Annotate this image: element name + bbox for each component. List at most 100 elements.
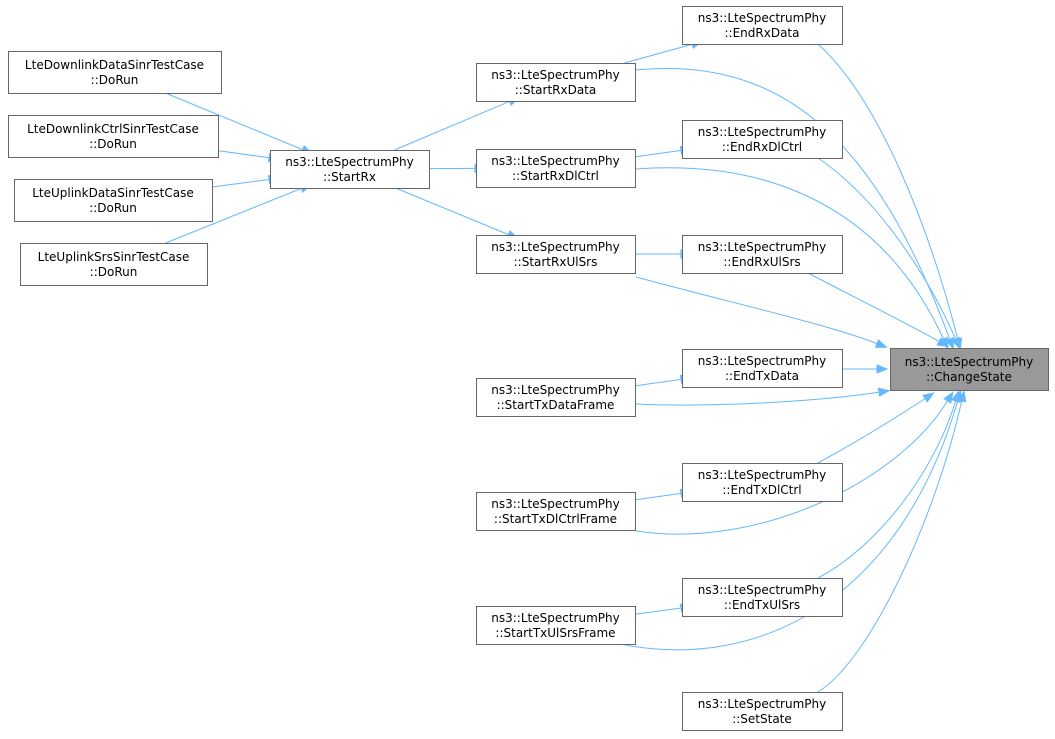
node-n4[interactable]: LteDownlinkDataSinrTestCase::DoRun — [8, 51, 222, 94]
node-label-line1: ns3::LteSpectrumPhy — [491, 383, 619, 397]
edge-line — [817, 397, 927, 464]
node-n7[interactable]: LteUplinkSrsSinrTestCase::DoRun — [20, 243, 208, 286]
node-box[interactable] — [890, 348, 1049, 391]
node-label-line2: ::DoRun — [89, 201, 137, 215]
node-n5[interactable]: LteDownlinkCtrlSinrTestCase::DoRun — [8, 115, 219, 158]
node-box[interactable] — [20, 243, 208, 286]
node-label-line2: ::DoRun — [91, 73, 139, 87]
node-n2[interactable]: ns3::LteSpectrumPhy::StartRxData — [476, 63, 636, 102]
node-box[interactable] — [14, 179, 213, 222]
node-label-line2: ::StartTxDlCtrlFrame — [494, 512, 617, 526]
node-label-line2: ::StartRxDlCtrl — [512, 169, 599, 183]
node-box[interactable] — [682, 349, 843, 388]
node-label-line2: ::StartTxUlSrsFrame — [495, 626, 615, 640]
edge-line — [394, 100, 511, 151]
edge-line — [635, 399, 949, 535]
arrow-head-icon — [936, 337, 950, 348]
node-label-line2: ::EndRxUlSrs — [723, 255, 800, 269]
node-label-line2: ::EndTxData — [725, 369, 799, 383]
node-n13[interactable]: ns3::LteSpectrumPhy::StartTxDataFrame — [476, 378, 636, 417]
node-label-line1: ns3::LteSpectrumPhy — [698, 125, 826, 139]
node-label-line1: ns3::LteSpectrumPhy — [491, 154, 619, 168]
node-box[interactable] — [476, 606, 636, 645]
node-label-line1: ns3::LteSpectrumPhy — [491, 240, 619, 254]
node-label-line1: ns3::LteSpectrumPhy — [285, 155, 413, 169]
edge-line — [807, 272, 941, 343]
node-label-line2: ::DoRun — [89, 137, 137, 151]
node-label-line2: ::StartRxData — [515, 83, 597, 97]
node-label-line1: ns3::LteSpectrumPhy — [698, 354, 826, 368]
node-label-line2: ::StartTxDataFrame — [497, 398, 615, 412]
edge-line — [635, 68, 951, 341]
node-label-line1: ns3::LteSpectrumPhy — [698, 240, 826, 254]
node-label-line1: LteUplinkDataSinrTestCase — [32, 186, 194, 200]
node-label-line2: ::EndTxDlCtrl — [722, 483, 801, 497]
edge-n12-to-n0 — [842, 364, 889, 374]
node-label-line1: LteDownlinkDataSinrTestCase — [25, 58, 204, 72]
node-box[interactable] — [476, 63, 636, 102]
edge-line — [634, 378, 683, 387]
node-box[interactable] — [476, 235, 636, 274]
node-n16[interactable]: ns3::LteSpectrumPhy::EndTxUlSrs — [682, 578, 843, 617]
node-box[interactable] — [682, 692, 843, 731]
node-label-line1: ns3::LteSpectrumPhy — [491, 497, 619, 511]
edge-line — [634, 607, 683, 615]
node-n17[interactable]: ns3::LteSpectrumPhy::StartTxUlSrsFrame — [476, 606, 636, 645]
edge-n5-to-n3 — [217, 150, 281, 163]
node-box[interactable] — [682, 120, 843, 159]
arrow-head-icon — [943, 391, 954, 404]
edge-n3-to-n2 — [394, 96, 521, 151]
node-label-line2: ::EndTxUlSrs — [724, 598, 800, 612]
node-n11[interactable]: ns3::LteSpectrumPhy::StartRxUlSrs — [476, 235, 636, 274]
node-label-line1: ns3::LteSpectrumPhy — [905, 355, 1033, 369]
node-label-line1: LteUplinkSrsSinrTestCase — [38, 250, 190, 264]
node-label-line1: ns3::LteSpectrumPhy — [491, 611, 619, 625]
node-box[interactable] — [476, 378, 636, 417]
node-box[interactable] — [682, 578, 843, 617]
node-n9[interactable]: ns3::LteSpectrumPhy::StartRxDlCtrl — [476, 149, 636, 188]
arrow-head-icon — [874, 339, 888, 348]
node-label-line2: ::EndRxData — [725, 26, 800, 40]
node-box[interactable] — [476, 149, 636, 188]
node-label-line2: ::EndRxDlCtrl — [722, 140, 802, 154]
node-label-line1: LteDownlinkCtrlSinrTestCase — [27, 122, 199, 136]
edge-line — [817, 157, 957, 341]
edge-line — [217, 150, 271, 159]
edge-n18-to-n0 — [817, 389, 967, 693]
edge-line — [624, 43, 694, 64]
node-n18[interactable]: ns3::LteSpectrumPhy::SetState — [682, 692, 843, 731]
node-n8[interactable]: ns3::LteSpectrumPhy::EndRxDlCtrl — [682, 120, 843, 159]
edge-n3-to-n11 — [395, 187, 520, 239]
edge-line — [211, 178, 271, 188]
node-n12[interactable]: ns3::LteSpectrumPhy::EndTxData — [682, 349, 843, 388]
node-box[interactable] — [270, 150, 430, 189]
node-label-line1: ns3::LteSpectrumPhy — [698, 697, 826, 711]
node-box[interactable] — [476, 492, 636, 531]
edge-line — [817, 399, 963, 693]
node-n15[interactable]: ns3::LteSpectrumPhy::StartTxDlCtrlFrame — [476, 492, 636, 531]
edge-n10-to-n0 — [807, 272, 950, 348]
node-n10[interactable]: ns3::LteSpectrumPhy::EndRxUlSrs — [682, 235, 843, 274]
edge-line — [634, 149, 683, 158]
arrow-head-icon — [877, 387, 891, 397]
node-label-line2: ::StartRxUlSrs — [514, 255, 598, 269]
node-label-line1: ns3::LteSpectrumPhy — [491, 68, 619, 82]
node-n1[interactable]: ns3::LteSpectrumPhy::EndRxData — [682, 6, 843, 45]
arrow-head-icon — [876, 364, 889, 374]
node-box[interactable] — [682, 6, 843, 45]
node-n3[interactable]: ns3::LteSpectrumPhy::StartRx — [270, 150, 430, 189]
edge-n2-to-n0 — [635, 68, 954, 350]
edge-line — [635, 167, 945, 341]
node-box[interactable] — [8, 115, 219, 158]
edge-line — [634, 492, 683, 501]
arrow-head-icon — [922, 392, 935, 403]
node-n6[interactable]: LteUplinkDataSinrTestCase::DoRun — [14, 179, 213, 222]
arrow-head-icon — [951, 336, 961, 350]
edge-n13-to-n0 — [635, 387, 891, 406]
node-n0[interactable]: ns3::LteSpectrumPhy::ChangeState — [890, 348, 1049, 391]
node-box[interactable] — [682, 463, 843, 502]
node-box[interactable] — [8, 51, 222, 94]
edge-n8-to-n0 — [817, 157, 961, 350]
node-box[interactable] — [682, 235, 843, 274]
node-n14[interactable]: ns3::LteSpectrumPhy::EndTxDlCtrl — [682, 463, 843, 502]
